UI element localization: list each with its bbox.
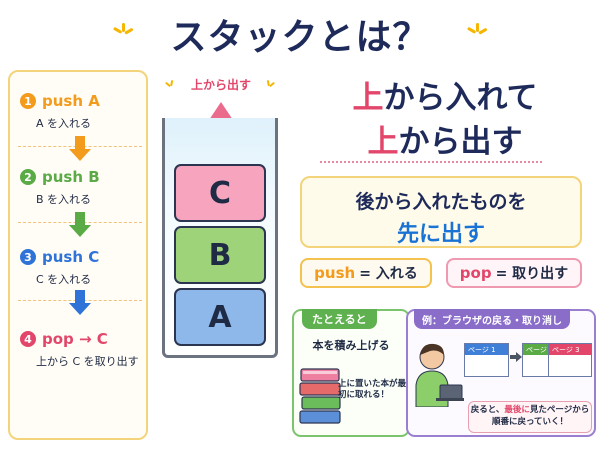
stack-container: C B A xyxy=(162,118,278,358)
page-title: スタックとは？ xyxy=(170,17,430,58)
key-point-line-2: 先に出す xyxy=(396,222,485,247)
push-definition: push= 入れる xyxy=(300,258,432,288)
book-stack-icon xyxy=(299,368,341,424)
step-item: 4 pop → C 上から C を取り出す xyxy=(20,330,144,369)
step-number: 3 xyxy=(20,249,36,265)
step-number: 1 xyxy=(20,93,36,109)
pop-keyword: pop xyxy=(459,264,492,282)
down-arrow-icon xyxy=(69,290,91,315)
down-arrow-icon xyxy=(69,212,91,237)
step-item: 3 push C C を入れる xyxy=(20,248,144,287)
sparkle-icon xyxy=(112,22,134,44)
step-operation: push C xyxy=(42,248,100,266)
down-arrow-icon xyxy=(69,136,91,161)
browser-page-title: ページ 2 xyxy=(523,344,566,355)
heading-text: から出す xyxy=(398,124,523,160)
pop-definition: pop= 取り出す xyxy=(446,258,582,288)
note-text: 見たページから xyxy=(529,405,590,415)
step-description: 上から C を取り出す xyxy=(36,355,139,368)
browser-page-title: ページ 1 xyxy=(465,344,508,355)
heading-divider xyxy=(320,161,542,163)
key-point-box: 後から入れたものを 先に出す xyxy=(300,176,582,248)
heading-line-2: 上から出す xyxy=(300,116,590,161)
step-operation: push B xyxy=(42,168,100,186)
push-meaning: = 入れる xyxy=(359,266,418,282)
step-operation: push A xyxy=(42,92,100,110)
stack-block-b: B xyxy=(174,226,266,284)
browser-example-tag: 例：ブラウザの戻る・取り消し xyxy=(414,309,570,329)
pop-label: 上から出す xyxy=(190,78,251,92)
browser-page-title: ページ 3 xyxy=(549,344,591,355)
analogy-title: 本を積み上げる xyxy=(312,339,390,352)
browser-page-1: ページ 1 xyxy=(464,343,509,377)
key-point-line-1: 後から入れたものを xyxy=(355,191,527,213)
sparkle-icon xyxy=(466,22,488,44)
step-number: 2 xyxy=(20,169,36,185)
step-operation: pop → C xyxy=(42,330,108,348)
step-description: C を入れる xyxy=(36,273,92,286)
browser-example-box: 例：ブラウザの戻る・取り消し ページ 1 ページ 2 ページ 3 戻ると、最後に… xyxy=(406,309,596,437)
push-keyword: push xyxy=(314,264,356,282)
note-text: 戻ると、 xyxy=(470,405,505,415)
heading-line-1: 上から入れて xyxy=(300,72,590,117)
note-highlight: 最後に xyxy=(504,405,530,415)
browser-example-note: 戻ると、最後に見たページから 順番に戻っていく！ xyxy=(468,401,592,433)
heading-accent: 上 xyxy=(352,80,384,116)
sparkle-icon xyxy=(164,79,178,94)
person-with-laptop-icon xyxy=(415,343,464,407)
steps-panel: 1 push A A を入れる 2 push B B を入れる 3 push C C … xyxy=(8,70,148,440)
heading-accent: 上 xyxy=(367,124,399,160)
stack-block-c: C xyxy=(174,164,266,222)
right-arrow-icon xyxy=(510,352,522,362)
sparkle-icon xyxy=(262,79,276,94)
analogy-note: 上に置いた本が最初に取れる！ xyxy=(338,379,407,401)
step-item: 2 push B B を入れる xyxy=(20,168,144,207)
browser-page-3: ページ 3 xyxy=(548,343,592,377)
step-description: A を入れる xyxy=(36,117,92,130)
step-item: 1 push A A を入れる xyxy=(20,92,144,131)
pop-meaning: = 取り出す xyxy=(495,266,569,282)
note-text: 順番に戻っていく！ xyxy=(491,417,569,428)
analogy-box: たとえると 本を積み上げる 上に置いた本が最初に取れる！ xyxy=(292,309,410,437)
step-number: 4 xyxy=(20,331,36,347)
step-description: B を入れる xyxy=(36,193,92,206)
stack-block-a: A xyxy=(174,288,266,346)
heading-text: から入れて xyxy=(383,80,538,116)
analogy-tag: たとえると xyxy=(302,309,377,329)
